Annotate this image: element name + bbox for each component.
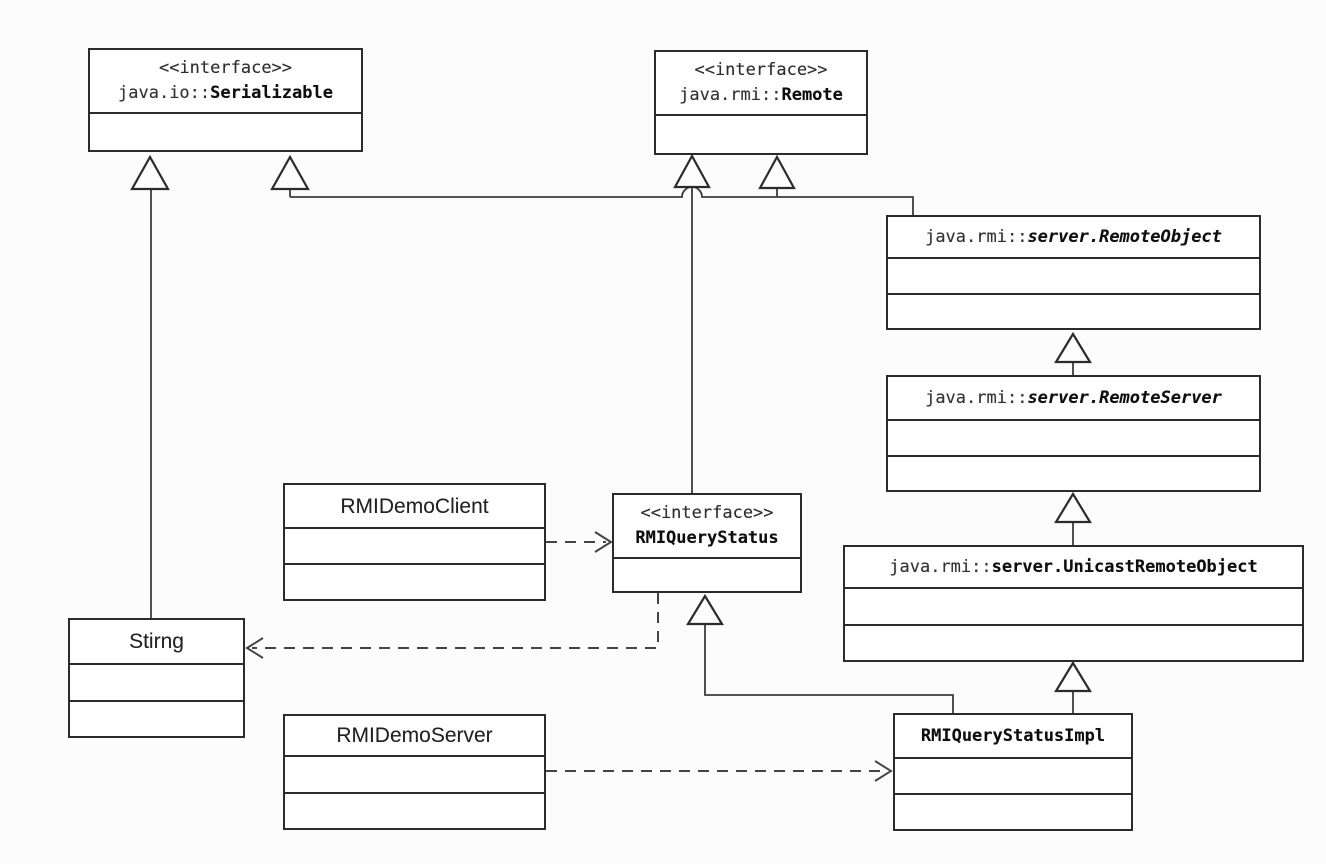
attributes-compartment [895, 757, 1131, 793]
generalization-remoteobject-to-serializable-and-remote-line [290, 186, 914, 215]
class-rmiquerystatus: <<interface>> RMIQueryStatus [612, 493, 802, 593]
dependency-arrowhead-left [245, 637, 264, 659]
class-rmidemoserver: RMIDemoServer [283, 714, 546, 830]
generalization-triangle-remoteobject-bottom [1054, 331, 1092, 364]
stereotype-label: <<interface>> [640, 503, 774, 523]
class-title: <<interface>> java.rmi::Remote [656, 52, 866, 114]
generalization-triangle-remote-left [673, 153, 711, 189]
class-name: RMIDemoClient [340, 494, 489, 518]
class-name: RMIQueryStatus [635, 528, 779, 548]
attributes-compartment [888, 419, 1259, 455]
class-name: RMIQueryStatusImpl [920, 725, 1106, 746]
class-name: java.rmi::server.RemoteObject [925, 226, 1222, 247]
class-name: Stirng [129, 630, 184, 653]
attributes-compartment [845, 587, 1302, 624]
dependency-rmiquerystatus-to-stirng-line [252, 593, 659, 649]
attributes-compartment [90, 112, 361, 150]
operations-compartment [70, 699, 243, 737]
class-name: java.rmi::Remote [679, 85, 843, 105]
class-rmiquerystatusimpl: RMIQueryStatusImpl [893, 713, 1133, 831]
dependency-arrowhead-right-2 [874, 760, 893, 782]
generalization-triangle-serializable-left [130, 154, 170, 191]
class-name: RMIDemoServer [336, 724, 493, 747]
operations-compartment [285, 791, 544, 829]
operations-compartment [285, 563, 544, 599]
operations-compartment [895, 793, 1131, 829]
class-rmidemoclient: RMIDemoClient [283, 483, 546, 601]
class-title: Stirng [70, 620, 243, 663]
class-title: RMIDemoClient [285, 485, 544, 527]
class-title: java.rmi::server.UnicastRemoteObject [845, 547, 1302, 587]
operations-compartment [845, 623, 1302, 661]
generalization-impl-to-rmiquerystatus-line [704, 624, 954, 713]
class-title: RMIDemoServer [285, 716, 544, 755]
class-java-rmi-remote: <<interface>> java.rmi::Remote [654, 50, 868, 155]
generalization-triangle-remote-right [758, 154, 796, 190]
class-java-rmi-server-remoteserver: java.rmi::server.RemoteServer [886, 375, 1261, 492]
attributes-compartment [656, 114, 866, 153]
class-name: java.rmi::server.RemoteServer [925, 387, 1222, 408]
class-java-rmi-server-remoteobject: java.rmi::server.RemoteObject [886, 215, 1261, 330]
generalization-triangle-unicast-bottom [1054, 660, 1092, 693]
class-title: java.rmi::server.RemoteObject [888, 217, 1259, 257]
generalization-triangle-remoteserver-bottom [1054, 491, 1092, 524]
class-name: java.rmi::server.UnicastRemoteObject [889, 556, 1258, 577]
operations-compartment [888, 454, 1259, 491]
class-title: <<interface>> java.io::Serializable [90, 50, 361, 112]
operations-compartment [888, 292, 1259, 329]
class-title: <<interface>> RMIQueryStatus [614, 495, 800, 557]
class-stirng: Stirng [68, 618, 245, 738]
stereotype-label: <<interface>> [694, 60, 828, 80]
stereotype-label: <<interface>> [158, 58, 293, 78]
generalization-triangle-rmiquerystatus-bottom [686, 593, 724, 626]
attributes-compartment [614, 557, 800, 591]
class-title: RMIQueryStatusImpl [895, 715, 1131, 757]
generalization-triangle-serializable-right [270, 154, 310, 191]
class-title: java.rmi::server.RemoteServer [888, 377, 1259, 419]
class-java-rmi-server-unicastremoteobject: java.rmi::server.UnicastRemoteObject [843, 545, 1304, 662]
class-java-io-serializable: <<interface>> java.io::Serializable [88, 48, 363, 152]
class-name: java.io::Serializable [118, 83, 333, 103]
attributes-compartment [888, 257, 1259, 293]
attributes-compartment [285, 755, 544, 792]
dependency-arrowhead-right-1 [594, 531, 613, 553]
attributes-compartment [285, 527, 544, 563]
attributes-compartment [70, 663, 243, 700]
